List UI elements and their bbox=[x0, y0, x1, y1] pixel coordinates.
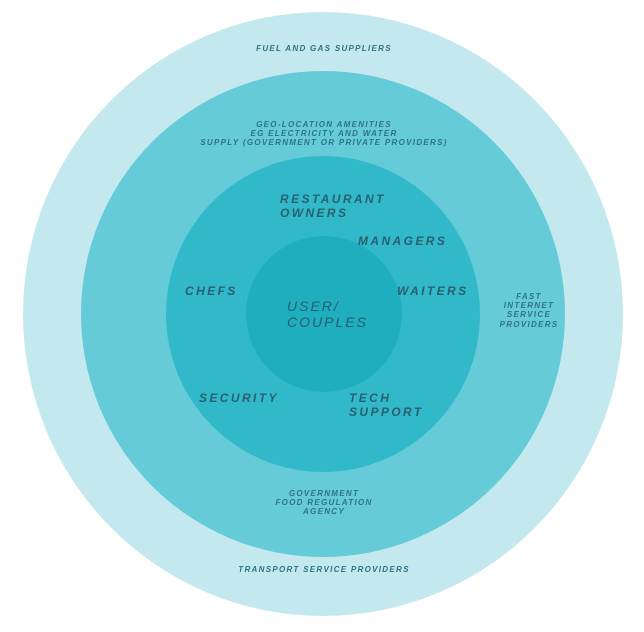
core-circle bbox=[246, 236, 402, 392]
label-geo-location-amenities: GEO-LOCATION AMENITIES EG ELECTRICITY AN… bbox=[200, 120, 447, 148]
label-fuel-gas-suppliers: FUEL AND GAS SUPPLIERS bbox=[256, 44, 392, 53]
agency-line-3: AGENCY bbox=[302, 507, 346, 517]
owners-line-1: RESTAURANT bbox=[280, 192, 386, 206]
core-line-1: USER/ bbox=[287, 298, 340, 314]
geo-line-2: EG ELECTRICITY AND WATER bbox=[250, 129, 398, 139]
label-tech-support: TECH SUPPORT bbox=[349, 391, 424, 420]
geo-line-3: SUPPLY (GOVERNMENT OR PRIVATE PROVIDERS) bbox=[200, 138, 448, 148]
internet-line-2: INTERNET bbox=[503, 301, 555, 311]
agency-line-2: FOOD REGULATION bbox=[275, 498, 373, 508]
internet-line-3: SERVICE bbox=[506, 310, 552, 320]
label-food-regulation-agency: GOVERNMENT FOOD REGULATION AGENCY bbox=[275, 489, 372, 517]
label-managers: MANAGERS bbox=[358, 234, 448, 248]
tech-line-1: TECH bbox=[349, 391, 392, 405]
geo-line-1: GEO-LOCATION AMENITIES bbox=[256, 120, 392, 129]
label-fast-internet-providers: FAST INTERNET SERVICE PROVIDERS bbox=[500, 292, 559, 329]
label-user-couples: USER/ COUPLES bbox=[287, 298, 368, 330]
label-waiters: WAITERS bbox=[397, 284, 469, 298]
label-security: SECURITY bbox=[199, 391, 279, 405]
tech-line-2: SUPPORT bbox=[349, 404, 424, 419]
label-restaurant-owners: RESTAURANT OWNERS bbox=[280, 192, 386, 221]
label-transport-service-providers: TRANSPORT SERVICE PROVIDERS bbox=[238, 565, 410, 574]
owners-line-2: OWNERS bbox=[280, 205, 349, 220]
agency-line-1: GOVERNMENT bbox=[288, 489, 360, 498]
core-line-2: COUPLES bbox=[287, 314, 368, 331]
internet-line-4: PROVIDERS bbox=[499, 319, 559, 329]
internet-line-1: FAST bbox=[516, 292, 542, 301]
label-chefs: CHEFS bbox=[185, 284, 238, 298]
